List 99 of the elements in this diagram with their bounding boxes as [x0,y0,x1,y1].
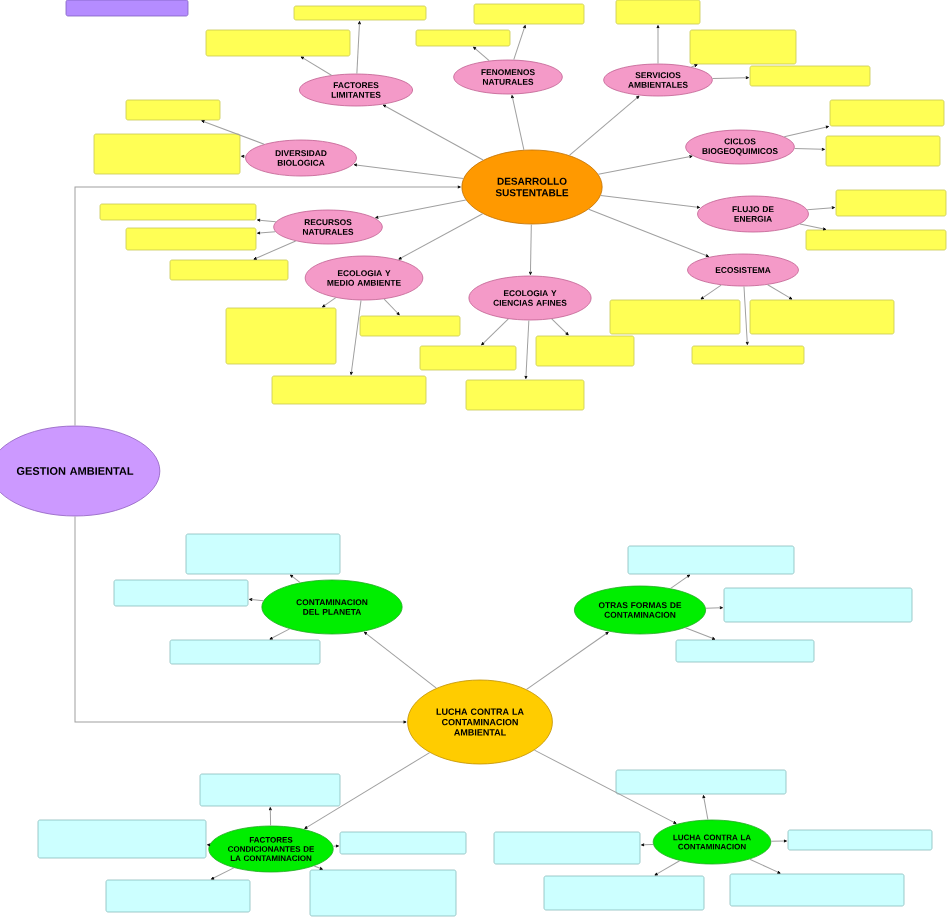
arrow [700,284,722,300]
note-box [615,0,701,25]
arrow [241,154,246,158]
arrow [705,606,723,610]
note-box [493,831,641,865]
arrow [513,25,526,61]
arrow [806,206,835,211]
note-box [729,873,905,907]
arrow [749,858,781,874]
arrow [481,318,509,346]
title-banner [65,0,189,17]
note-box [37,819,207,859]
arrow [383,298,400,316]
note-box [293,5,427,21]
arrow [257,231,276,235]
note-box [105,879,251,913]
arrow [201,120,265,145]
arrow [690,64,698,68]
note-box [609,299,741,335]
arrow [511,95,525,151]
arrow [529,223,532,275]
note-box [805,229,947,251]
note-box [465,379,585,411]
note-box [93,133,241,175]
arrow [253,240,297,260]
arrow [382,104,484,161]
note-box [205,29,351,57]
note-box [691,345,805,365]
arrow [568,95,640,156]
arrow [249,598,264,602]
note-box [169,259,289,281]
arrow [670,574,691,589]
note-box [473,3,585,25]
arrow [743,285,749,345]
arrow [269,628,291,640]
arrow [783,125,829,138]
note-box [169,639,321,665]
arrow [654,860,681,876]
note-box [199,773,341,807]
arrow [300,56,332,76]
arrow [684,627,716,640]
arrow [349,299,362,375]
note-box [415,29,511,47]
note-box [113,579,249,607]
arrow [257,218,277,223]
arrow [641,843,654,847]
arrow [353,163,464,179]
note-box [185,533,341,575]
arrow [398,213,484,260]
note-box [535,335,635,367]
arrow [473,46,490,62]
note-box [787,829,933,851]
note-box [99,203,257,221]
arrow [322,297,337,308]
arrow [533,749,677,824]
arrow [375,199,467,219]
note-box [627,545,795,575]
arrow [332,844,339,848]
arrow [597,155,693,175]
note-box [675,639,815,663]
note-box [829,99,945,127]
arrow [313,865,323,870]
arrow [588,208,710,257]
note-box [225,307,337,365]
note-box [125,99,221,121]
note-box [125,227,257,251]
arrow [268,807,272,827]
arrow [363,631,437,689]
note-box [749,65,871,87]
arrow [799,223,827,231]
arrow [767,284,793,300]
arrow [551,318,569,336]
arrow [207,843,211,847]
note-box [749,299,895,335]
note-box [723,587,913,623]
arrow [211,867,235,880]
note-box [419,345,517,371]
arrow [794,147,825,151]
note-box [825,135,941,167]
note-box [271,375,427,405]
note-box [835,189,947,217]
arrow [702,795,709,821]
note-box [689,29,797,65]
arrow [712,76,749,80]
arrow [74,185,461,427]
note-box [543,875,705,911]
arrow [524,319,530,379]
note-box [339,831,467,855]
note-box [359,315,461,337]
arrow [526,631,609,690]
arrow [304,752,431,829]
arrow [770,839,787,843]
note-box [309,869,457,917]
arrow [356,21,361,75]
note-box [615,769,787,795]
arrow [656,25,660,65]
arrow [74,515,407,724]
arrow [290,574,301,584]
arrow [600,194,700,209]
